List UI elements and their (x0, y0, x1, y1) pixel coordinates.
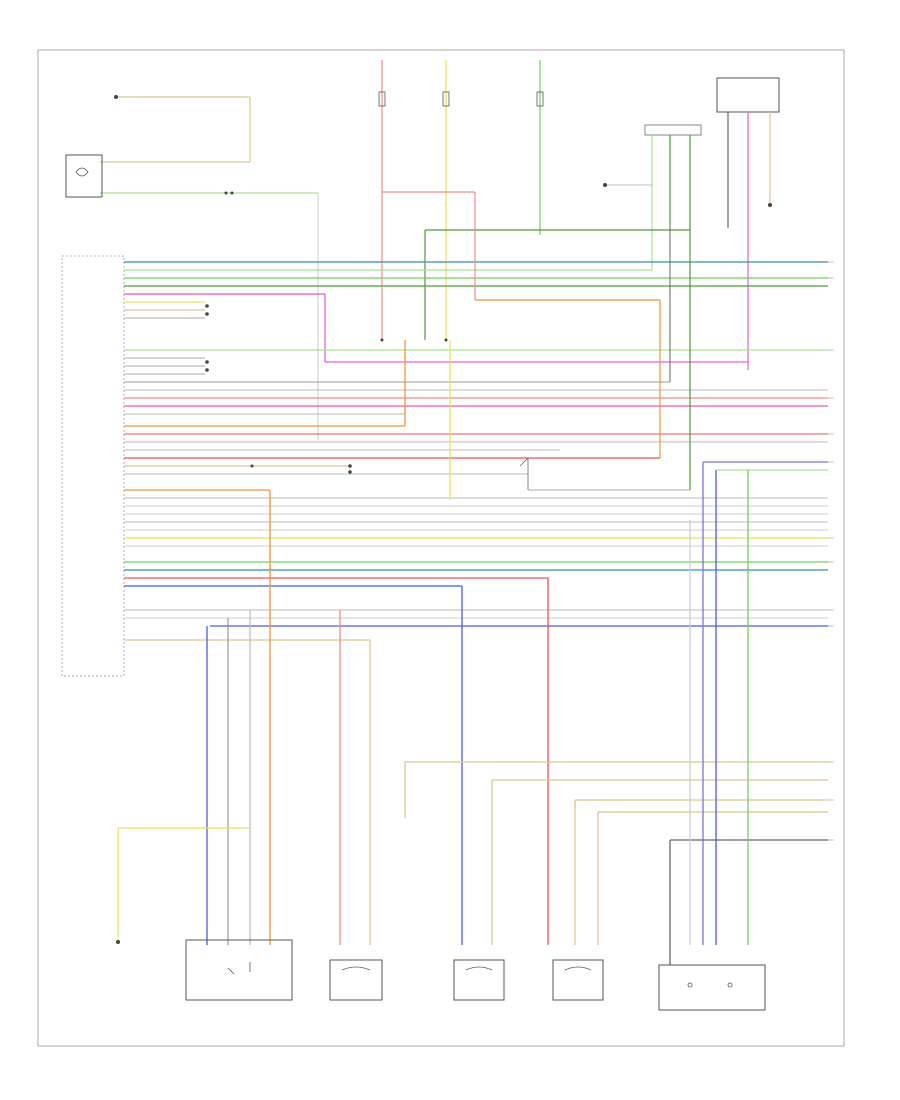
right-edge-markers (828, 261, 834, 841)
top-left-relay-group (65, 95, 319, 440)
left-vent-temp-sensor (552, 959, 604, 1001)
fuse-group (378, 60, 544, 342)
blower-motor-module (716, 77, 780, 113)
right-vent-temp-sensor (453, 959, 505, 1001)
pressure-switch-box (65, 154, 103, 198)
fuse-3 (536, 91, 544, 107)
climate-control-module-box (61, 255, 125, 677)
fuse-1 (378, 91, 386, 107)
left-temp-actuator (658, 964, 766, 1011)
top-right-modules (424, 77, 780, 370)
relay-ground-node (114, 95, 118, 99)
compressor-clutch-module (185, 939, 293, 1001)
right-switch-block (519, 230, 691, 491)
bottom-components (185, 939, 766, 1011)
fuse-2 (442, 91, 450, 107)
diagram-border (37, 49, 845, 1047)
horizontal-wire-bundle (124, 225, 828, 641)
junction-dots (205, 304, 352, 474)
evaporator-temp-sensor (329, 959, 383, 1001)
climate-module-connector (644, 124, 702, 136)
vertical-wire-bundle (116, 191, 828, 965)
